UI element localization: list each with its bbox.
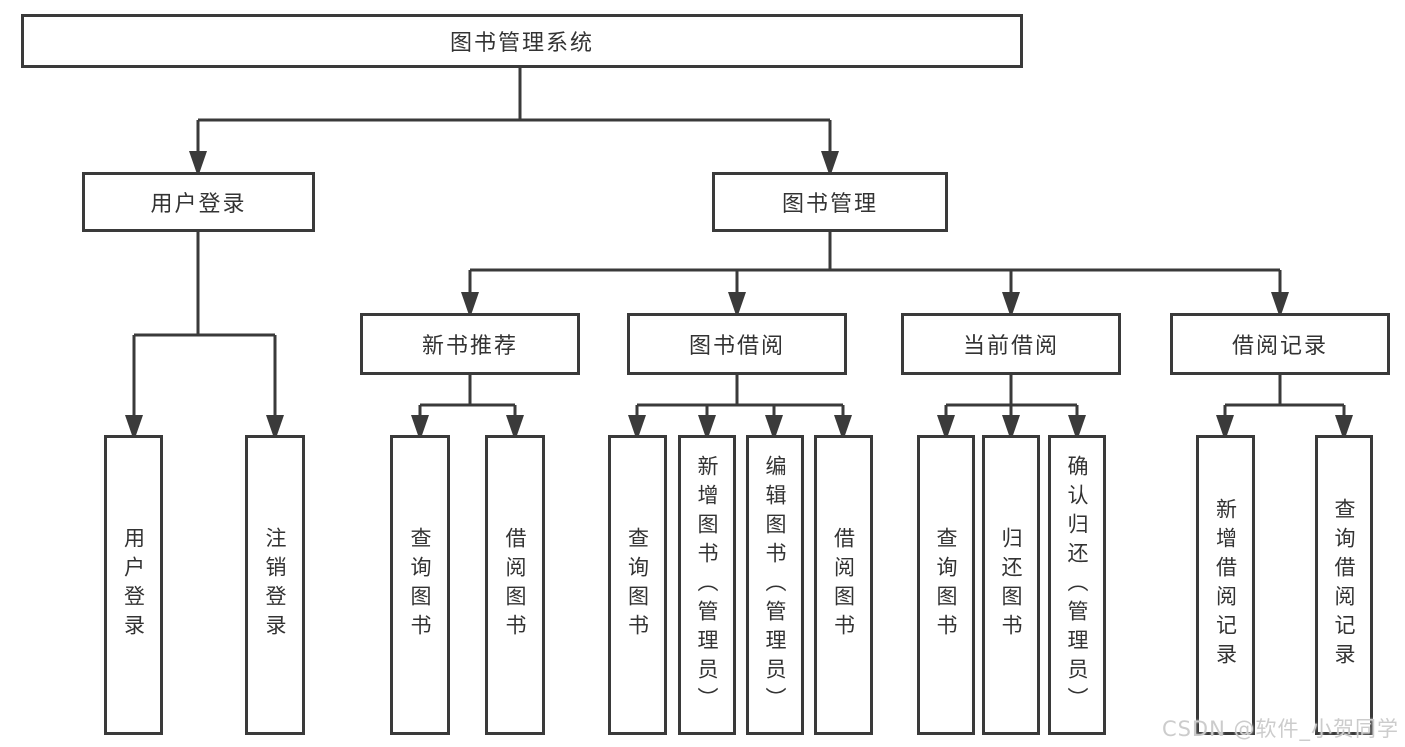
leaf-borrowing-edit-books-admin-label: 编辑图书（管理员） <box>763 454 788 716</box>
leaf-records-query-record: 查询借阅记录 <box>1315 435 1373 735</box>
leaf-newbooks-borrow-books: 借阅图书 <box>485 435 545 735</box>
leaf-borrowing-borrow-books-label: 借阅图书 <box>831 527 856 643</box>
leaf-current-query-books-label: 查询图书 <box>934 527 959 643</box>
leaf-user-login: 用户登录 <box>104 435 163 735</box>
leaf-borrowing-borrow-books: 借阅图书 <box>814 435 873 735</box>
node-current-borrowing-label: 当前借阅 <box>962 334 1059 359</box>
connector-lines <box>132 68 1346 417</box>
node-borrowing-records-label: 借阅记录 <box>1231 334 1328 359</box>
connector-arrowheads <box>125 151 1353 441</box>
leaf-borrowing-query-books-label: 查询图书 <box>625 527 650 643</box>
node-book-borrowing: 图书借阅 <box>627 313 847 375</box>
node-book-borrowing-label: 图书借阅 <box>688 334 785 359</box>
leaf-newbooks-borrow-books-label: 借阅图书 <box>503 527 528 643</box>
leaf-current-query-books: 查询图书 <box>917 435 975 735</box>
leaf-records-query-record-label: 查询借阅记录 <box>1332 498 1357 672</box>
leaf-records-add-record-label: 新增借阅记录 <box>1213 498 1238 672</box>
leaf-current-return-books: 归还图书 <box>982 435 1040 735</box>
leaf-newbooks-query-books-label: 查询图书 <box>408 527 433 643</box>
leaf-borrowing-edit-books-admin: 编辑图书（管理员） <box>746 435 804 735</box>
leaf-borrowing-add-books-admin-label: 新增图书（管理员） <box>695 454 720 716</box>
node-root-label: 图书管理系统 <box>449 31 594 56</box>
node-new-book-recommend: 新书推荐 <box>360 313 580 375</box>
leaf-logout-label: 注销登录 <box>263 527 288 643</box>
node-borrowing-records: 借阅记录 <box>1170 313 1390 375</box>
leaf-logout: 注销登录 <box>245 435 305 735</box>
node-book-management-label: 图书管理 <box>781 192 878 217</box>
leaf-current-return-books-label: 归还图书 <box>999 527 1024 643</box>
csdn-watermark: CSDN @软件_小贺同学 <box>1161 717 1399 741</box>
node-root: 图书管理系统 <box>21 14 1023 68</box>
node-user-login-label: 用户登录 <box>150 192 247 217</box>
leaf-current-confirm-return-admin: 确认归还（管理员） <box>1048 435 1106 735</box>
node-book-management: 图书管理 <box>712 172 948 232</box>
leaf-user-login-label: 用户登录 <box>121 527 146 643</box>
leaf-newbooks-query-books: 查询图书 <box>390 435 450 735</box>
leaf-current-confirm-return-admin-label: 确认归还（管理员） <box>1065 454 1090 716</box>
node-new-book-recommend-label: 新书推荐 <box>421 334 518 359</box>
node-user-login: 用户登录 <box>82 172 315 232</box>
leaf-borrowing-add-books-admin: 新增图书（管理员） <box>678 435 736 735</box>
leaf-records-add-record: 新增借阅记录 <box>1196 435 1255 735</box>
leaf-borrowing-query-books: 查询图书 <box>608 435 667 735</box>
node-current-borrowing: 当前借阅 <box>901 313 1121 375</box>
